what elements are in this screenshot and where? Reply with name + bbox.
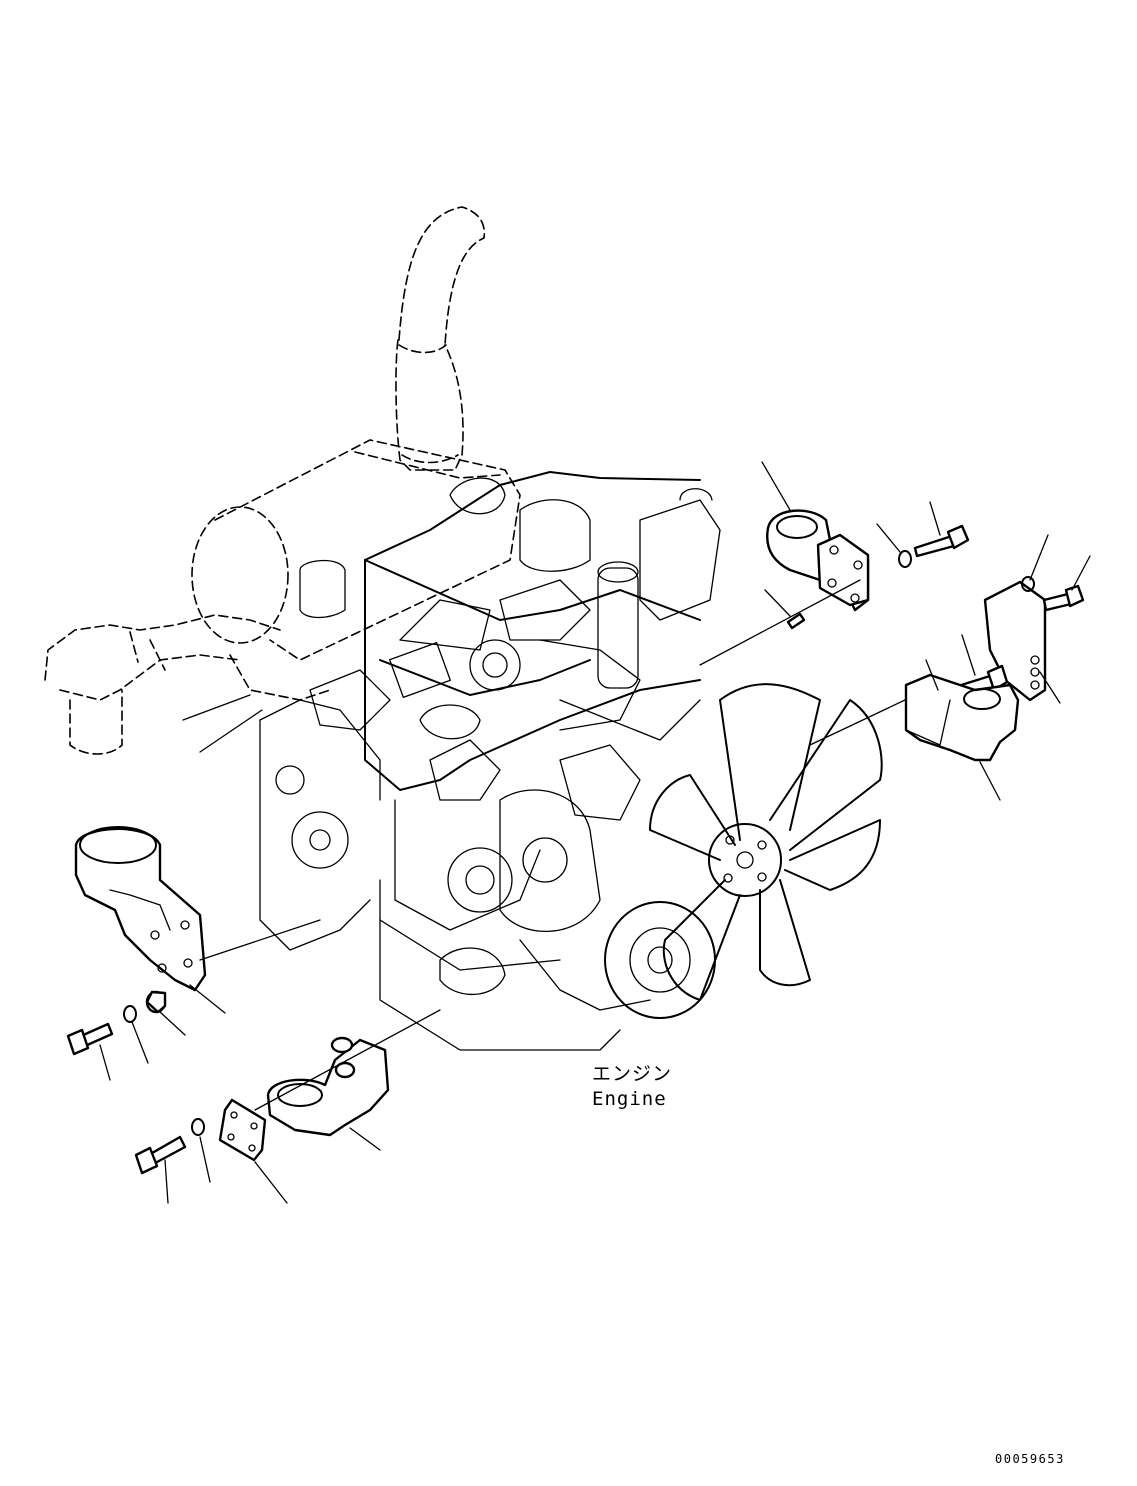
bolt-2 — [1042, 584, 1085, 612]
muffler — [191, 439, 521, 661]
leader-lines — [99, 461, 1091, 1204]
engine-mount-bracket-rear-right — [904, 673, 1020, 762]
pin — [786, 612, 806, 630]
engine-block — [259, 471, 721, 1051]
engine-label-japanese: エンジン — [592, 1063, 673, 1085]
bolt-5 — [134, 1135, 187, 1175]
bolt-4 — [66, 1022, 114, 1056]
engine-mount-bracket-front-left — [74, 826, 207, 992]
washer-2 — [1021, 576, 1035, 592]
mount-plate-right — [983, 580, 1047, 702]
cooling-fan — [649, 683, 883, 1001]
engine-label-english: Engine — [592, 1088, 667, 1110]
engine-mount-bracket-rear-left — [266, 1036, 390, 1137]
intake-hose — [44, 614, 331, 755]
washer-1 — [898, 550, 912, 568]
exhaust-pipe — [395, 206, 486, 471]
washer-5 — [191, 1118, 205, 1136]
crank-pulley — [604, 901, 716, 1019]
collar — [145, 990, 167, 1014]
washer-4 — [123, 1005, 137, 1023]
engine-mount-bracket-front-right — [766, 509, 870, 612]
drawing-number: 00059653 — [995, 1452, 1065, 1466]
cover-plate — [218, 1098, 267, 1162]
bolt-1 — [913, 524, 970, 558]
